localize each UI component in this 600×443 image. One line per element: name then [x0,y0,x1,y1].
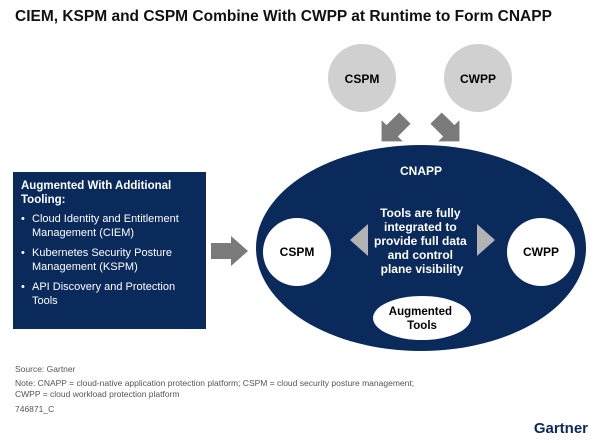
bullet: • [21,281,25,293]
left-arrowhead [350,224,368,256]
source-line: Source: Gartner [15,364,76,374]
arrow-panel-to-cnapp [211,236,248,266]
panel-list: • Cloud Identity and Entitlement Manageme… [21,212,200,308]
figure-id: 746871_C [15,404,55,414]
arrow-cwpp-down [430,112,460,142]
panel-item-text: API Discovery and Protection Tools [32,281,176,307]
diagram-title: CIEM, KSPM and CSPM Combine With CWPP at… [15,8,552,25]
panel-item-text: Cloud Identity and Entitlement Managemen… [32,213,179,239]
augmented-tools-line-2: Tools [407,320,437,332]
gartner-logo: Gartner [533,420,588,437]
panel-item-ciem: • Cloud Identity and Entitlement Manageme… [21,212,200,240]
cnapp-ellipse [256,145,586,351]
arrow-cspm-down [381,112,411,142]
integration-line-3: provide full data [374,234,467,248]
augmented-tooling-panel: Augmented With Additional Tooling: • Clou… [13,172,206,329]
cnapp-cwpp-circle [507,218,575,286]
cnapp-cwpp-label: CWPP [523,245,559,259]
top-cwpp-label: CWPP [460,72,496,86]
top-cwpp-circle [444,44,512,112]
panel-item-text: Kubernetes Security Posture Management (… [32,247,173,273]
note-line-2: CWPP = cloud workload protection platfor… [15,389,180,399]
note-line-1: Note: CNAPP = cloud-native application p… [15,378,415,388]
bullet: • [21,247,25,259]
integration-line-1: Tools are fully [380,206,461,220]
integration-line-4: and control [388,248,453,262]
panel-item-kspm: • Kubernetes Security Posture Management … [21,246,200,274]
right-arrowhead [477,224,495,256]
augmented-tools-line-1: Augmented [389,306,452,318]
cnapp-cspm-circle [263,218,331,286]
augmented-tools-ellipse [373,296,471,340]
cnapp-label: CNAPP [400,164,442,178]
panel-item-api: • API Discovery and Protection Tools [21,280,200,308]
integration-line-5: plane visibility [381,262,464,276]
augmented-tools-text: Augmented Tools [389,306,455,332]
bullet: • [21,213,25,225]
cnapp-cspm-label: CSPM [280,245,315,259]
top-cspm-label: CSPM [345,72,380,86]
integration-text: Tools are fully integrated to provide fu… [374,206,470,276]
panel-heading: Augmented With Additional Tooling: [21,180,172,206]
top-cspm-circle [328,44,396,112]
integration-line-2: integrated to [384,220,457,234]
